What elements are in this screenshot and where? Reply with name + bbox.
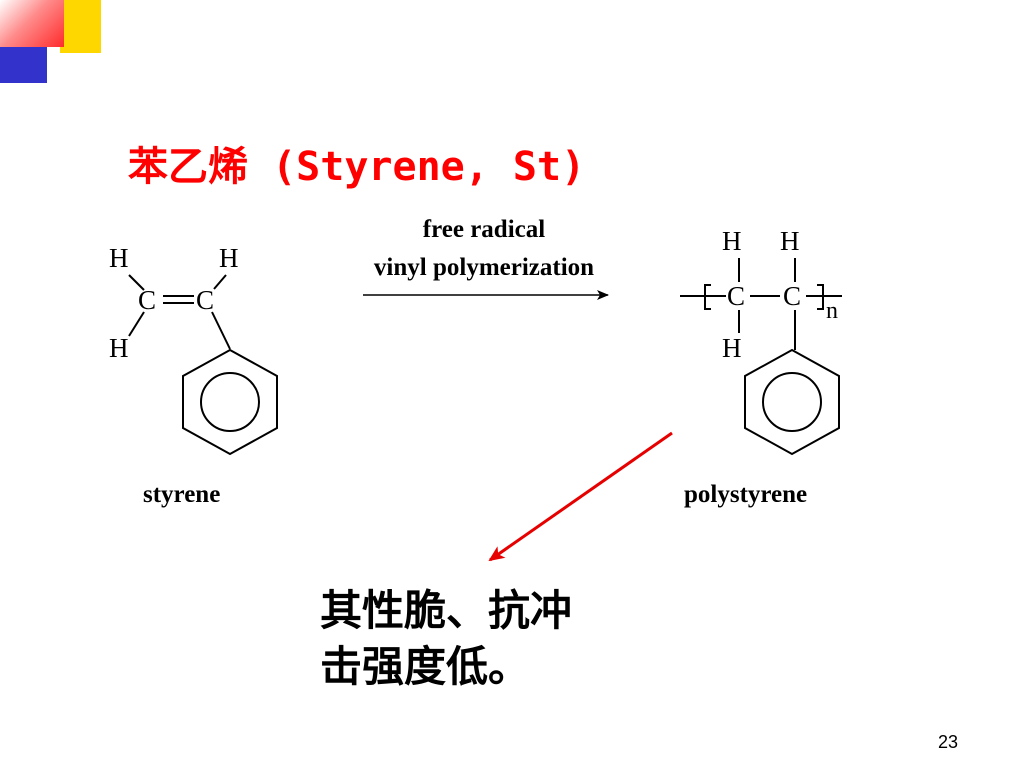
styrene-c-left: C (138, 285, 156, 315)
hexagon-outline (744, 348, 840, 456)
poly-c-left: C (727, 281, 745, 311)
aromatic-circle (762, 372, 822, 432)
styrene-caption: styrene (143, 481, 220, 508)
polystyrene-structure: H H C C H n polystyrene (680, 226, 842, 508)
note-line-1: 其性脆、抗冲 (320, 586, 573, 635)
styrene-h-top-left: H (109, 243, 129, 273)
arrow-label-line1: free radical (423, 216, 545, 243)
polystyrene-benzene-ring (744, 348, 840, 456)
bond-line (128, 274, 145, 291)
arrow-label-line2: vinyl polymerization (374, 254, 594, 281)
styrene-c-right: C (196, 285, 214, 315)
poly-h-top-left: H (722, 226, 742, 256)
page-number: 23 (938, 732, 959, 752)
styrene-structure: H H C C H styrene (109, 243, 278, 508)
aromatic-circle (200, 372, 260, 432)
repeat-subscript: n (826, 298, 838, 324)
property-note: 其性脆、抗冲 击强度低。 (320, 583, 650, 695)
poly-c-right: C (783, 281, 801, 311)
styrene-benzene-ring (182, 348, 278, 456)
hexagon-outline (182, 348, 278, 456)
bond-line (213, 274, 227, 290)
styrene-h-top-right: H (219, 243, 239, 273)
polystyrene-caption: polystyrene (684, 481, 807, 508)
styrene-h-bottom-left: H (109, 333, 129, 363)
poly-h-bottom-left: H (722, 333, 742, 363)
note-line-2: 击强度低。 (320, 642, 531, 691)
corner-decoration-red (0, 0, 64, 47)
corner-decoration-yellow (60, 0, 101, 53)
bond-line (128, 311, 145, 337)
corner-decoration-blue (0, 47, 47, 83)
poly-h-top-right: H (780, 226, 800, 256)
styrene-bonds (128, 274, 231, 350)
polystyrene-bonds (680, 258, 842, 350)
left-bracket (704, 284, 711, 310)
slide-title: 苯乙烯 (Styrene, St) (128, 144, 586, 190)
pointer-arrow (488, 431, 673, 562)
right-bracket (817, 284, 824, 310)
reaction-arrow: free radical vinyl polymerization (363, 216, 609, 300)
bond-line (211, 311, 231, 350)
